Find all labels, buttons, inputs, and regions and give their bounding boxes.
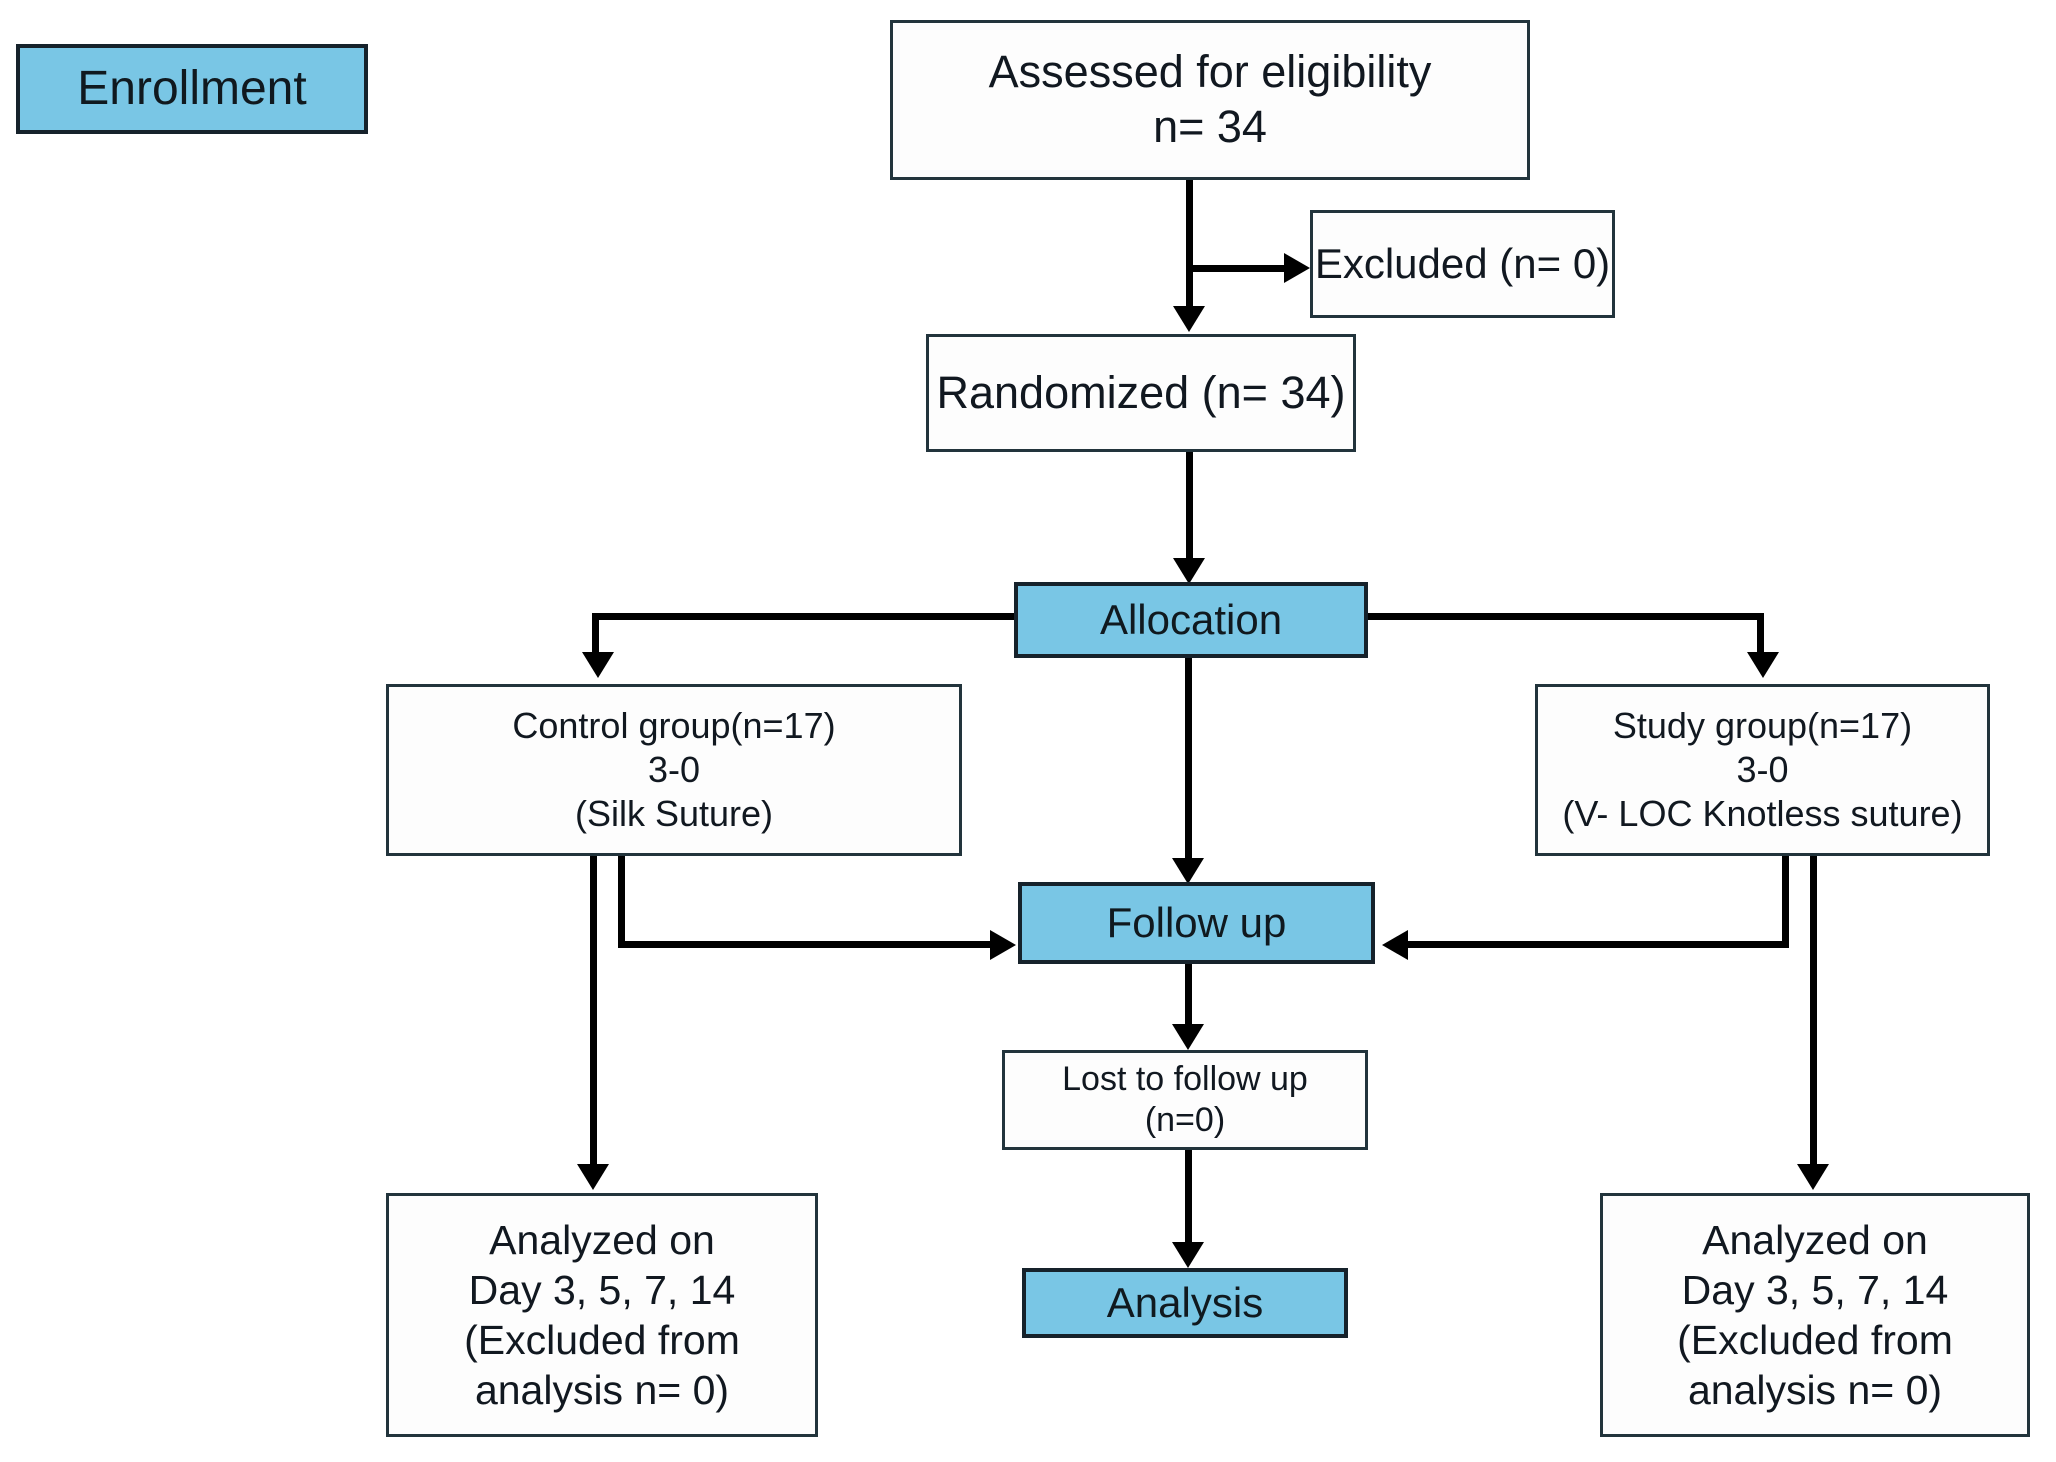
control-group-line-3: (Silk Suture): [574, 792, 774, 834]
stage-label-analysis: Analysis: [1022, 1268, 1348, 1338]
control-group-line-1: Control group(n=17): [512, 705, 836, 747]
arrowhead-randomized-to-allocation: [1173, 558, 1205, 584]
stage-enrollment-text: Enrollment: [77, 61, 307, 115]
stage-label-allocation: Allocation: [1014, 582, 1368, 658]
connector-allocation-to-followup: [1185, 658, 1192, 860]
arrowhead-allocation-to-control: [582, 652, 614, 678]
analyzed-study-line-1: Analyzed on: [1702, 1216, 1928, 1263]
arrowhead-lost-to-analysis: [1172, 1242, 1204, 1268]
arrowhead-allocation-to-followup: [1172, 858, 1204, 884]
connector-allocation-to-study-horizontal: [1368, 613, 1764, 620]
arrowhead-allocation-to-study: [1747, 652, 1779, 678]
node-control-group: Control group(n=17) 3-0 (Silk Suture): [386, 684, 962, 856]
connector-allocation-to-study-vertical: [1757, 613, 1764, 658]
stage-label-follow-up: Follow up: [1018, 882, 1375, 964]
stage-analysis-text: Analysis: [1106, 1279, 1264, 1327]
stage-allocation-text: Allocation: [1099, 596, 1283, 644]
node-study-group: Study group(n=17) 3-0 (V- LOC Knotless s…: [1535, 684, 1990, 856]
arrowhead-control-to-followup: [990, 930, 1016, 960]
stage-label-enrollment: Enrollment: [16, 44, 368, 134]
connector-control-to-followup-vertical: [618, 856, 625, 948]
assessed-line-1: Assessed for eligibility: [988, 46, 1432, 98]
lost-line-2: (n=0): [1144, 1101, 1226, 1139]
connector-control-to-analyzed: [590, 856, 597, 1166]
connector-lost-to-analysis: [1185, 1150, 1192, 1244]
arrowhead-study-to-analyzed: [1797, 1164, 1829, 1190]
connector-followup-to-lost: [1185, 964, 1192, 1026]
arrowhead-control-to-analyzed: [577, 1164, 609, 1190]
connector-randomized-to-allocation: [1186, 452, 1193, 560]
study-group-line-1: Study group(n=17): [1612, 705, 1913, 747]
study-group-line-2: 3-0: [1736, 749, 1789, 791]
analyzed-control-line-3: (Excluded from: [464, 1317, 740, 1363]
analyzed-control-line-1: Analyzed on: [489, 1216, 715, 1263]
assessed-line-2: n= 34: [1153, 101, 1267, 152]
analyzed-control-line-2: Day 3, 5, 7, 14: [468, 1266, 736, 1313]
connector-study-to-followup-vertical: [1782, 856, 1789, 948]
connector-study-to-followup-horizontal: [1408, 941, 1789, 948]
node-excluded: Excluded (n= 0): [1310, 210, 1615, 318]
arrowhead-assessed-to-excluded: [1284, 253, 1310, 283]
analyzed-study-line-4: analysis n= 0): [1687, 1367, 1943, 1414]
arrowhead-followup-to-lost: [1172, 1024, 1204, 1050]
node-lost-to-follow-up: Lost to follow up (n=0): [1002, 1050, 1368, 1150]
connector-control-to-followup-horizontal: [618, 941, 992, 948]
control-group-line-2: 3-0: [647, 749, 701, 791]
node-analyzed-study: Analyzed on Day 3, 5, 7, 14 (Excluded fr…: [1600, 1193, 2030, 1437]
excluded-line-1: Excluded (n= 0): [1314, 240, 1611, 288]
analyzed-control-line-4: analysis n= 0): [474, 1367, 730, 1414]
stage-follow-up-text: Follow up: [1106, 899, 1287, 947]
node-assessed-for-eligibility: Assessed for eligibility n= 34: [890, 20, 1530, 180]
node-analyzed-control: Analyzed on Day 3, 5, 7, 14 (Excluded fr…: [386, 1193, 818, 1437]
connector-study-to-analyzed: [1810, 856, 1817, 1166]
lost-line-1: Lost to follow up: [1062, 1059, 1308, 1098]
connector-assessed-to-randomized: [1186, 180, 1193, 308]
arrowhead-study-to-followup: [1382, 930, 1408, 960]
study-group-line-3: (V- LOC Knotless suture): [1562, 792, 1963, 834]
analyzed-study-line-2: Day 3, 5, 7, 14: [1681, 1266, 1949, 1313]
connector-assessed-to-excluded: [1186, 265, 1286, 272]
connector-allocation-to-control-vertical: [592, 613, 599, 658]
randomized-line-1: Randomized (n= 34): [936, 366, 1346, 418]
node-randomized: Randomized (n= 34): [926, 334, 1356, 452]
analyzed-study-line-3: (Excluded from: [1677, 1317, 1953, 1363]
connector-allocation-to-control-horizontal: [592, 613, 1018, 620]
arrowhead-assessed-to-randomized: [1173, 306, 1205, 332]
